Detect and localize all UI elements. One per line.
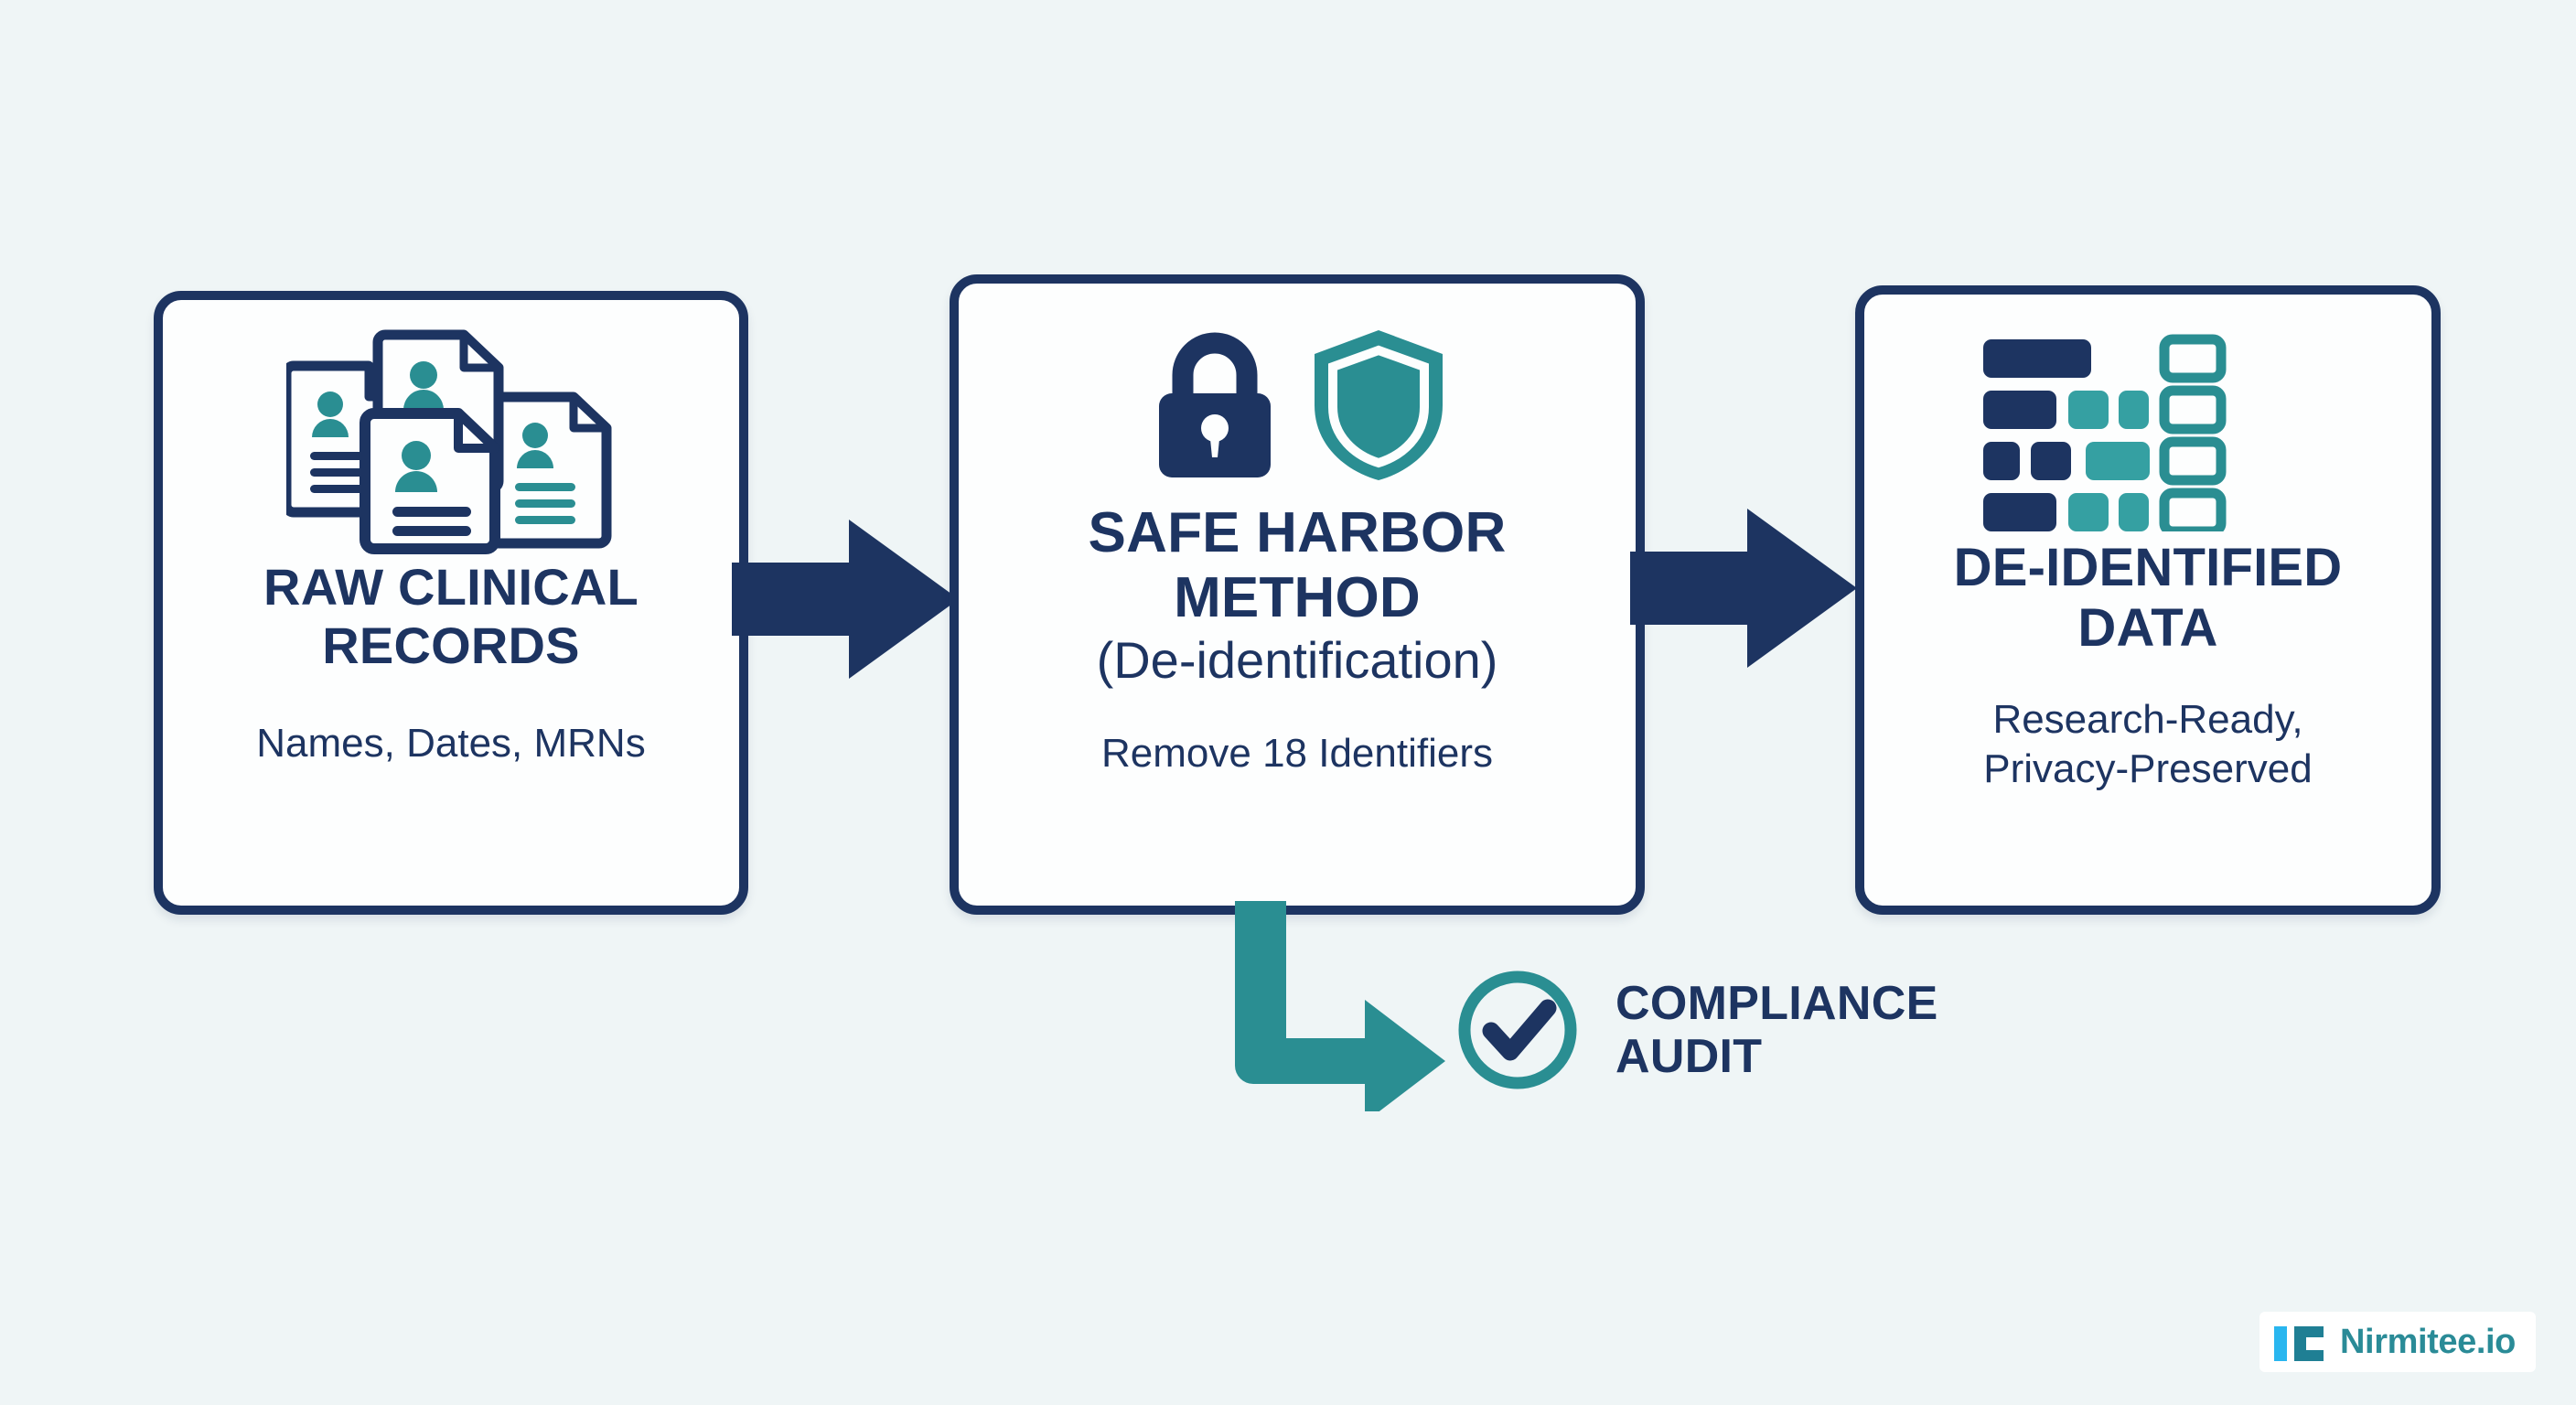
lock-icon [1159, 332, 1271, 477]
block-arrow-right-icon [1630, 509, 1857, 668]
compliance-audit-label-line-1: COMPLIANCE [1615, 976, 1938, 1030]
nirmitee-logo[interactable]: Nirmitee.io [2259, 1312, 2536, 1372]
arrow-method-to-deidentified [1630, 501, 1859, 675]
card-title-deidentified: DE-IDENTIFIED DATA [1954, 538, 2343, 659]
card-title-line-1: RAW CLINICAL [263, 558, 639, 616]
data-grid-svg [1983, 334, 2227, 537]
nirmitee-logo-text: Nirmitee.io [2340, 1322, 2516, 1361]
compliance-audit-label: COMPLIANCE AUDIT [1615, 977, 1938, 1083]
security-icon-zone [959, 309, 1636, 501]
block-arrow-right-icon [732, 520, 959, 679]
card-description-line-1: Research-Ready, [1992, 697, 2303, 743]
card-description-method: Remove 18 Identifiers [1101, 730, 1493, 776]
card-subtitle-method: (De-identification) [1096, 631, 1498, 690]
data-grid-icon-zone [1864, 320, 2431, 537]
nirmitee-logo-mark-icon [2274, 1326, 2324, 1361]
compliance-audit-label-line-2: AUDIT [1615, 1030, 1763, 1083]
card-description-line-2: Privacy-Preserved [1983, 745, 2313, 791]
documents-with-person-icon [281, 326, 616, 555]
arrow-raw-to-method [732, 512, 961, 686]
card-title-line-1: SAFE HARBOR [1088, 501, 1507, 564]
shield-icon [1315, 330, 1443, 480]
card-title-method: SAFE HARBOR METHOD [1089, 501, 1507, 630]
step-card-raw-clinical-records[interactable]: RAW CLINICAL RECORDS Names, Dates, MRNs [154, 291, 748, 915]
card-title-line-2: RECORDS [322, 616, 580, 674]
data-grid-icon [1965, 321, 2331, 537]
card-title-line-2: DATA [2077, 598, 2218, 659]
elbow-arrow-down-right-icon [1235, 901, 1445, 1122]
card-description-raw: Names, Dates, MRNs [256, 720, 646, 766]
documents-icon-zone [163, 326, 739, 555]
step-card-de-identified-data[interactable]: DE-IDENTIFIED DATA Research-Ready, Priva… [1855, 285, 2441, 915]
card-title-raw: RAW CLINICAL RECORDS [263, 558, 639, 675]
compliance-audit-branch[interactable]: COMPLIANCE AUDIT [1453, 965, 1938, 1095]
step-card-safe-harbor-method[interactable]: SAFE HARBOR METHOD (De-identification) R… [950, 274, 1645, 915]
card-title-line-2: METHOD [1174, 565, 1421, 629]
card-title-line-1: DE-IDENTIFIED [1953, 538, 2343, 597]
documents-svg [281, 329, 612, 555]
check-circle-icon [1458, 971, 1577, 1089]
arrow-method-to-compliance-audit [1217, 901, 1519, 1122]
card-description-deidentified: Research-Ready, Privacy-Preserved [1983, 695, 2312, 793]
